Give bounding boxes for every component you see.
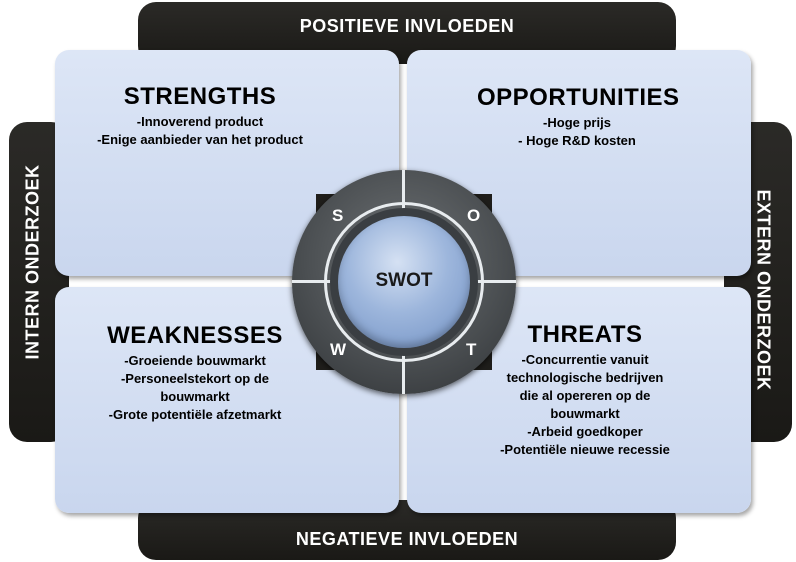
opportunities-item: -Hoge prijs xyxy=(543,115,611,130)
external-research-label: EXTERN ONDERZOEK xyxy=(753,189,774,391)
threats-item: -Potentiële nieuwe recessie xyxy=(500,442,670,457)
strengths-item: -Innoverend product xyxy=(136,114,264,129)
strengths-item: -Enige aanbieder van het product xyxy=(97,132,303,147)
weaknesses-title: WEAKNESSES xyxy=(107,322,283,349)
letter-o: O xyxy=(467,206,481,225)
opportunities-title: OPPORTUNITIES xyxy=(477,84,680,111)
internal-research-label: INTERN ONDERZOEK xyxy=(22,164,43,360)
ring-divider xyxy=(402,352,405,394)
letter-s: S xyxy=(332,206,344,225)
opportunities-block: OPPORTUNITIES -Hoge prijs - Hoge R&D kos… xyxy=(477,84,680,150)
weaknesses-item: -Grote potentiële afzetmarkt xyxy=(108,407,282,422)
letter-t: T xyxy=(466,340,477,359)
letter-w: W xyxy=(330,340,347,359)
swot-title: SWOT xyxy=(375,270,433,291)
negative-influences-label: NEGATIEVE INVLOEDEN xyxy=(295,529,519,549)
positive-influences-label: POSITIEVE INVLOEDEN xyxy=(299,16,515,36)
ring-divider xyxy=(402,170,405,212)
weaknesses-item: -Groeiende bouwmarkt xyxy=(124,353,266,368)
strengths-title: STRENGTHS xyxy=(123,83,277,110)
threats-title: THREATS xyxy=(527,321,643,348)
weaknesses-item: -Personeelstekort op de bouwmarkt xyxy=(120,371,270,404)
weaknesses-block: WEAKNESSES -Groeiende bouwmarkt -Persone… xyxy=(85,322,305,424)
ring-divider xyxy=(474,280,516,283)
swot-button xyxy=(338,216,470,348)
threats-item: -Arbeid goedkoper xyxy=(527,424,643,439)
threats-block: THREATS -Concurrentie vanuit technologis… xyxy=(499,321,671,459)
ring-divider xyxy=(292,280,334,283)
inner-white-ring xyxy=(324,202,484,362)
opportunities-item: - Hoge R&D kosten xyxy=(518,133,636,148)
threats-item: -Concurrentie vanuit technologische bedr… xyxy=(506,352,664,421)
strengths-block: STRENGTHS -Innoverend product -Enige aan… xyxy=(90,83,310,149)
